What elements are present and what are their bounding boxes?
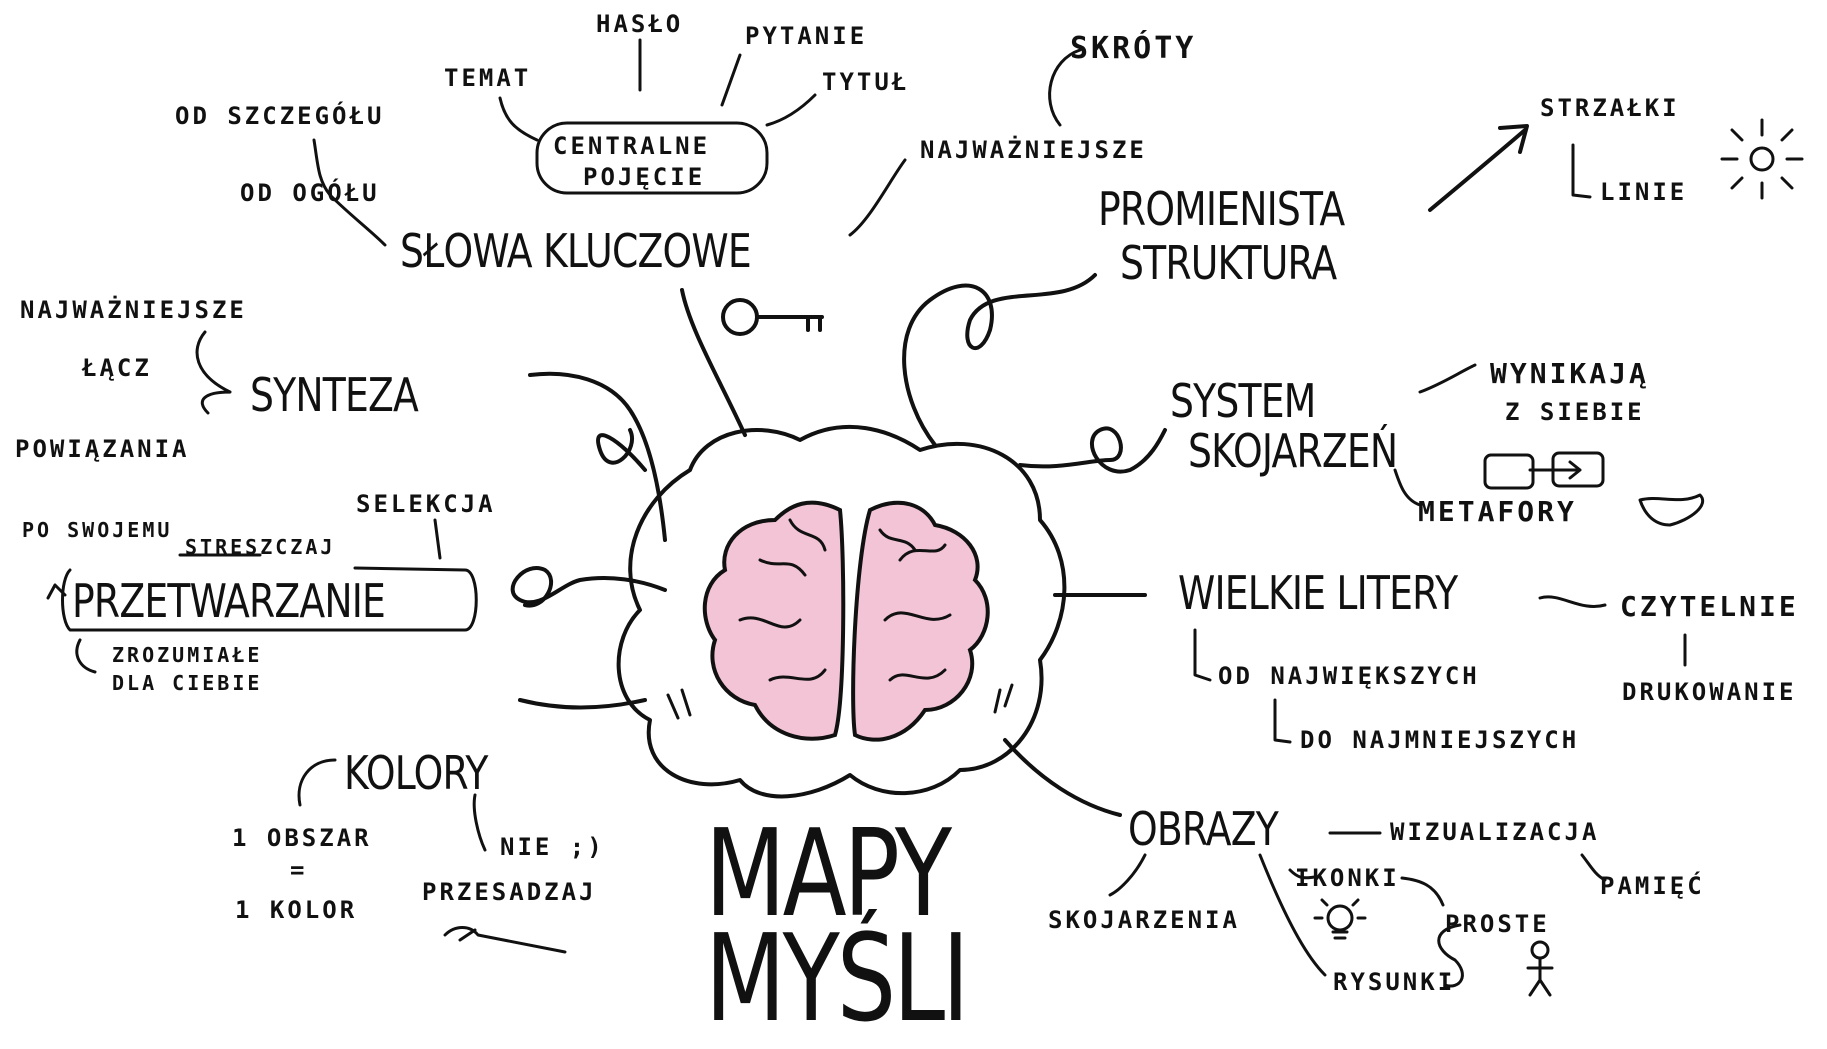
label-wizualizacja: WIZUALIZACJA — [1390, 820, 1599, 844]
branch-promienista-line1: PROMIENISTA — [1098, 186, 1344, 232]
central-concept-line2: POJĘCIE — [583, 165, 705, 189]
label-pamiec: PAMIĘĆ — [1600, 874, 1705, 898]
label-z-siebie: Z SIEBIE — [1505, 400, 1645, 424]
label-lacz: ŁĄCZ — [82, 356, 152, 380]
label-najwazniejsze-left: NAJWAŻNIEJSZE — [20, 298, 247, 322]
label-od-szczegolu: OD SZCZEGÓŁU — [175, 104, 384, 128]
branch-slowa-kluczowe: SŁOWA KLUCZOWE — [400, 228, 751, 274]
label-temat: TEMAT — [444, 66, 531, 90]
label-strzalki: STRZAŁKI — [1540, 96, 1680, 120]
label-linie: LINIE — [1600, 180, 1687, 204]
branch-obrazy: OBRAZY — [1128, 806, 1278, 852]
branch-promienista-line2: STRUKTURA — [1120, 240, 1336, 286]
branch-system-line2: SKOJARZEŃ — [1188, 428, 1397, 474]
label-skojarzenia: SKOJARZENIA — [1048, 908, 1240, 932]
chain-icon — [1485, 453, 1603, 488]
label-1-kolor: 1 KOLOR — [235, 898, 357, 922]
label-najwazniejsze-top: NAJWAŻNIEJSZE — [920, 138, 1147, 162]
stick-figure-icon — [1528, 942, 1552, 995]
map-title-line2: MYŚLI — [705, 920, 967, 1040]
branch-system-line1: SYSTEM — [1170, 378, 1315, 424]
brain-right-hemisphere — [853, 503, 988, 740]
central-concept-line1: CENTRALNE — [553, 134, 710, 158]
branch-wielkie-litery: WIELKIE LITERY — [1178, 570, 1457, 616]
label-skroty: SKRÓTY — [1070, 34, 1196, 64]
branch-kolory: KOLORY — [344, 750, 488, 796]
label-od-ogolu: OD OGÓŁU — [240, 181, 380, 205]
label-drukowanie: DRUKOWANIE — [1622, 680, 1797, 704]
label-pytanie: PYTANIE — [745, 24, 867, 48]
label-selekcja: SELEKCJA — [356, 492, 496, 516]
label-po-swojemu: PO SWOJEMU — [22, 520, 172, 540]
label-rysunki: RYSUNKI — [1333, 970, 1455, 994]
lightbulb-icon — [1315, 900, 1365, 938]
label-wynikaja: WYNIKAJĄ — [1490, 360, 1649, 388]
label-zrozumiale: ZROZUMIAŁE — [112, 645, 262, 665]
label-od-najwiekszych: OD NAJWIĘKSZYCH — [1218, 664, 1480, 688]
brain-left-hemisphere — [705, 503, 844, 739]
label-dla-ciebie: DLA CIEBIE — [112, 673, 262, 693]
label-streszczaj: STRESZCZAJ — [185, 537, 335, 557]
sun-icon — [1722, 120, 1802, 198]
label-equals: = — [290, 858, 307, 882]
label-tytul: TYTUŁ — [822, 70, 909, 94]
label-ikonki: IKONKI — [1295, 866, 1400, 890]
label-1-obszar: 1 OBSZAR — [232, 826, 372, 850]
key-icon — [723, 300, 822, 334]
label-przesadzaj: PRZESADZAJ — [422, 880, 597, 904]
wings-icon — [1640, 495, 1703, 525]
label-do-najmniejszych: DO NAJMNIEJSZYCH — [1300, 728, 1579, 752]
branch-przetwarzanie: PRZETWARZANIE — [72, 578, 385, 624]
label-metafory: METAFORY — [1418, 498, 1577, 526]
label-powiazania: POWIĄZANIA — [15, 437, 190, 461]
branch-synteza: SYNTEZA — [250, 372, 418, 418]
label-haslo: HASŁO — [596, 12, 683, 36]
label-proste: PROSTE — [1445, 912, 1550, 936]
label-czytelnie: CZYTELNIE — [1620, 593, 1799, 621]
brush-icon — [445, 928, 565, 953]
label-nie: NIE ;) — [500, 835, 605, 859]
